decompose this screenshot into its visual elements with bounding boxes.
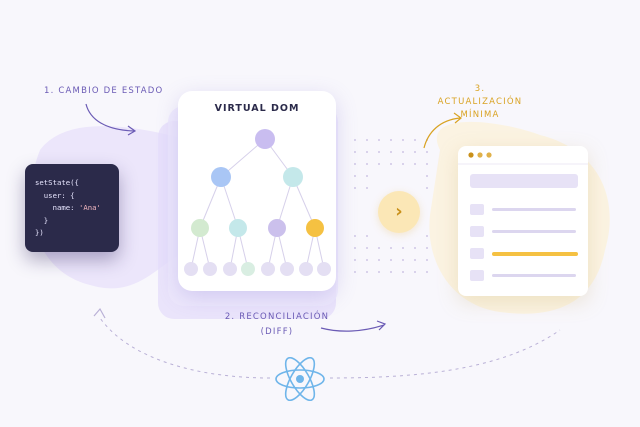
code-line: } <box>35 215 49 225</box>
code-line: name: <box>35 203 79 212</box>
step-1-label: 1. Cambio de estado <box>44 86 164 96</box>
step-3-label-line1: 3. Actualización <box>437 84 523 107</box>
list-item-checkbox <box>470 204 484 215</box>
tree-node <box>211 167 231 187</box>
step-1-arrow-icon <box>85 103 137 136</box>
tree-node <box>191 219 209 237</box>
browser-dots-icon <box>468 152 474 158</box>
next-arrow-button: › <box>378 191 420 233</box>
virtual-dom-title: VIRTUAL DOM <box>214 103 300 114</box>
step-3-label: 3. Actualización mínima <box>432 83 528 122</box>
tree-node <box>229 219 247 237</box>
code-card: setState({ user: { name: 'Ana' } }) <box>25 164 119 252</box>
step-2-label: 2. Reconciliación (diff) <box>212 310 342 340</box>
step-3-label-line2: mínima <box>460 110 500 120</box>
list-item-line <box>492 230 576 233</box>
code-line: user: { <box>35 190 75 200</box>
list-item-line <box>492 208 576 211</box>
code-snippet: setState({ user: { name: 'Ana' } }) <box>25 164 119 240</box>
tree-node-root <box>255 129 275 149</box>
list-item-checkbox <box>470 270 484 281</box>
list-item-checkbox <box>470 248 484 259</box>
tree-node-changed <box>306 219 324 237</box>
list-item-checkbox <box>470 226 484 237</box>
step-2-label-line2: (diff) <box>260 327 294 337</box>
tree-node <box>283 167 303 187</box>
code-string: 'Ana' <box>78 203 101 212</box>
browser-window-content <box>458 152 588 281</box>
code-line: setState({ <box>35 178 79 187</box>
step-3-arrow-icon <box>423 112 462 149</box>
step-2-arrow-icon <box>320 320 387 332</box>
list-item-line-updated <box>492 252 578 256</box>
step-2-label-line1: 2. Reconciliación <box>224 312 330 322</box>
browser-header-bar <box>470 174 578 188</box>
right-chevron-icon: › <box>395 200 403 222</box>
react-logo-icon <box>275 357 325 401</box>
browser-window <box>458 146 588 296</box>
virtual-dom-card: VIRTUAL DOM <box>178 91 336 291</box>
tree-node <box>268 219 286 237</box>
list-item-line <box>492 274 576 277</box>
code-line: }) <box>35 228 44 237</box>
virtual-dom-tree <box>184 129 331 276</box>
